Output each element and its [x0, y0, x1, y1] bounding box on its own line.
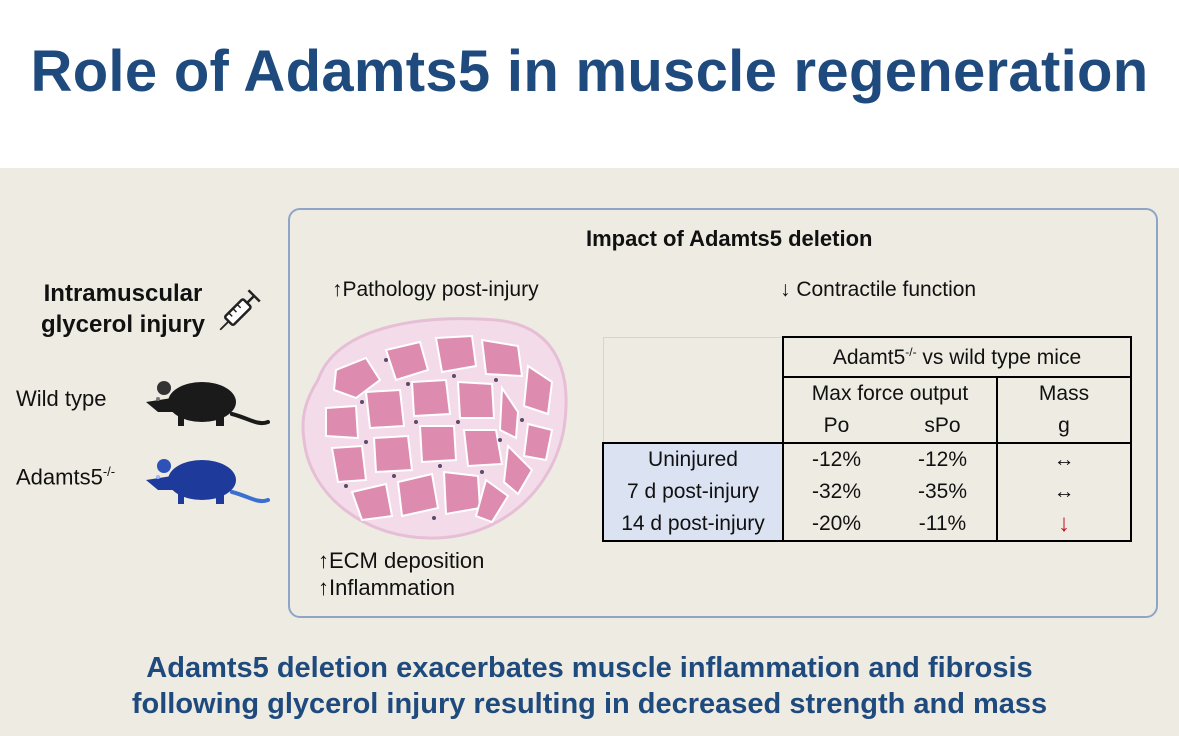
table-row: 14 d post-injury -20% -11% ↓ [602, 508, 1132, 542]
muscle-tissue-illustration [301, 317, 568, 540]
cell-mass: ↔ [996, 442, 1132, 476]
impact-box [288, 208, 1158, 618]
cell-po: -32% [782, 476, 889, 508]
table-row: 7 d post-injury -32% -35% ↔ [602, 476, 1132, 508]
table-row: Uninjured -12% -12% ↔ [602, 442, 1132, 476]
group-header: Adamt5-/- vs wild type mice [782, 336, 1132, 378]
conclusion: Adamts5 deletion exacerbates muscle infl… [0, 650, 1179, 722]
row-label: Uninjured [602, 442, 783, 476]
injury-line-2: glycerol injury [40, 311, 206, 338]
syringe-icon [219, 289, 261, 331]
wild-type-mouse-icon [146, 381, 270, 426]
cell-po: -20% [782, 508, 889, 542]
col-po-header: Po [782, 410, 889, 443]
wild-type-label: Wild type [16, 386, 107, 411]
knockout-mouse-icon [146, 459, 270, 504]
contractile-label: ↓ Contractile function [780, 278, 977, 301]
results-table: Adamt5-/- vs wild type mice Max force ou… [602, 336, 1132, 542]
impact-heading: Impact of Adamts5 deletion [586, 226, 873, 251]
cell-spo: -35% [917, 480, 968, 503]
cell-spo: -12% [889, 442, 997, 476]
knockout-label: Adamts5-/- [16, 464, 116, 490]
conclusion-line-2: following glycerol injury resulting in d… [131, 688, 1048, 720]
col-g-header: g [996, 410, 1132, 443]
injury-label: Intramuscular glycerol injury [28, 278, 218, 340]
col-spo-header: sPo [924, 414, 961, 437]
row-label: 7 d post-injury [602, 476, 783, 508]
row-label: 14 d post-injury [602, 508, 783, 542]
mass-header: Mass [996, 377, 1132, 410]
conclusion-line-1: Adamts5 deletion exacerbates muscle infl… [146, 652, 1033, 684]
page-title: Role of Adamts5 in muscle regeneration [30, 39, 1149, 104]
pathology-label: ↑Pathology post-injury [332, 278, 539, 301]
ecm-label: ↑ECM deposition [318, 548, 485, 573]
cell-po: -12% [782, 442, 889, 476]
cell-mass: ↔ [996, 476, 1132, 508]
inflammation-label: ↑Inflammation [318, 575, 455, 600]
force-header: Max force output [782, 377, 997, 410]
cell-spo: -11% [889, 508, 997, 542]
cell-mass-decrease: ↓ [996, 508, 1132, 542]
injury-line-1: Intramuscular [43, 280, 203, 307]
